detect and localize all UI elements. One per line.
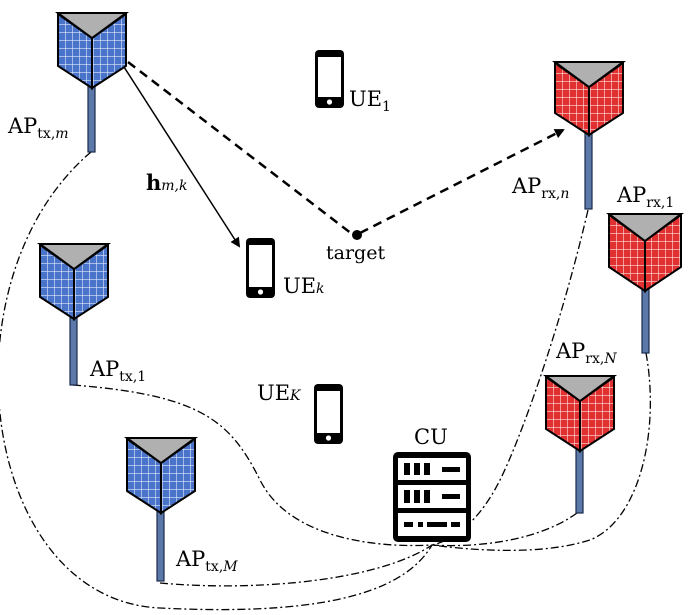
link-ap-rx-N: [431, 512, 578, 547]
cu-server-icon: [393, 452, 471, 542]
ap-pole: [641, 282, 650, 354]
label-ap-tx-1: APtx,1: [89, 357, 146, 385]
ap-top: [542, 375, 618, 403]
label-ap-tx-M: APtx,M: [175, 547, 238, 575]
ap-rx-1: [606, 213, 684, 354]
label-ap-tx-m: APtx,m: [7, 114, 69, 142]
ap-pole: [156, 504, 165, 582]
ap-rx-n: [551, 61, 627, 210]
ap-top: [606, 213, 684, 243]
ap-pole: [69, 310, 78, 386]
label-channel: hm,k: [146, 170, 188, 195]
label-ap-rx-N: APrx,N: [555, 339, 617, 367]
channel-arrow: [123, 66, 241, 248]
backhaul-links: [0, 151, 652, 611]
ap-tx-m: [54, 12, 130, 153]
link-ap-rx-1: [431, 352, 652, 552]
target-point: [352, 230, 362, 240]
link-ap-tx-m: [0, 151, 433, 611]
link-ap-tx-M: [159, 544, 433, 587]
label-target: target: [326, 242, 385, 264]
ue-1-phone-icon: [315, 50, 344, 108]
ap-pole: [584, 126, 593, 210]
ap-rx-N: [542, 375, 618, 514]
ap-pole: [87, 79, 96, 153]
label-ue-K: UEK: [257, 381, 302, 405]
ap-tx-1: [36, 243, 112, 386]
label-ue-1: UE1: [349, 87, 391, 115]
label-ap-rx-n: APrx,n: [511, 174, 569, 202]
link-ap-rx-n: [431, 209, 589, 546]
ap-top: [123, 437, 199, 465]
sensing-target-to-rx: [359, 128, 565, 235]
sensing-tx-to-target: [127, 61, 353, 235]
label-ue-k: UEk: [283, 274, 325, 298]
label-ap-rx-1: APrx,1: [616, 183, 674, 211]
link-ap-tx-1: [72, 384, 433, 547]
ue-K-phone-icon: [314, 384, 343, 444]
ap-top: [551, 61, 627, 89]
sensing-path: [127, 61, 565, 235]
ap-pole: [575, 442, 584, 514]
ue-k-phone-icon: [246, 238, 275, 298]
ap-top: [54, 12, 130, 40]
ap-tx-M: [123, 437, 199, 582]
label-cu: CU: [414, 425, 448, 449]
ap-top: [36, 243, 112, 271]
